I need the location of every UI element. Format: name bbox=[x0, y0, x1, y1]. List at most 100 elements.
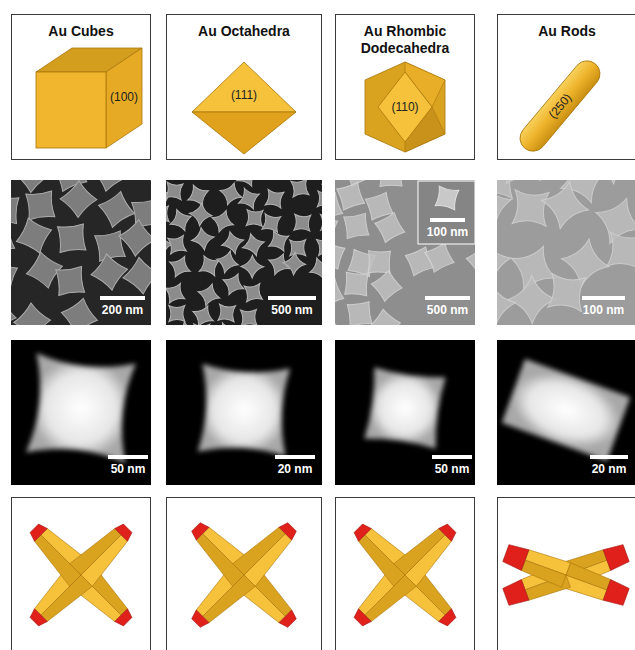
nanoparticle bbox=[99, 191, 135, 227]
nanoparticle bbox=[170, 210, 191, 231]
facet-label: (250) bbox=[546, 91, 575, 121]
nanoparticle bbox=[13, 180, 50, 192]
nanoparticle bbox=[335, 278, 344, 307]
octahedron-illustration bbox=[192, 62, 296, 154]
scale-label: 50 nm bbox=[435, 462, 470, 476]
nanoparticle bbox=[317, 191, 322, 208]
nanoparticle bbox=[503, 180, 540, 183]
scale-label: 20 nm bbox=[592, 462, 627, 476]
star-tip bbox=[354, 609, 371, 626]
tem-background bbox=[166, 340, 322, 485]
star-model bbox=[30, 524, 132, 626]
nanoparticle bbox=[335, 180, 340, 186]
sem-image bbox=[497, 180, 635, 325]
nanoparticle bbox=[56, 267, 85, 296]
star-tip bbox=[603, 580, 629, 606]
scale-label: 500 nm bbox=[427, 303, 468, 317]
scale-label: 100 nm bbox=[427, 225, 468, 239]
model-panel bbox=[336, 498, 475, 650]
nanoparticle bbox=[497, 239, 511, 286]
shape-title: Au Octahedra bbox=[167, 15, 321, 40]
nanoparticle bbox=[218, 304, 235, 321]
scale-bars bbox=[100, 218, 628, 459]
nanoparticle bbox=[11, 297, 16, 325]
nanoparticle bbox=[541, 182, 588, 229]
nanoparticle bbox=[310, 258, 322, 279]
star-tip bbox=[115, 524, 132, 541]
model-panel bbox=[12, 498, 151, 650]
shape-panel: Au Octahedra(111) bbox=[166, 14, 322, 160]
nanoparticle bbox=[223, 274, 244, 295]
star-tip bbox=[279, 610, 296, 627]
particle-image bbox=[198, 364, 290, 456]
scale-bar bbox=[430, 218, 465, 222]
octahedron-lower-face bbox=[192, 112, 296, 154]
tem-background bbox=[11, 340, 151, 485]
nanoparticle bbox=[291, 180, 309, 197]
star-tip bbox=[115, 609, 132, 626]
nanoparticle bbox=[11, 223, 15, 255]
nanoparticle bbox=[269, 231, 289, 251]
scale-bar bbox=[268, 296, 316, 300]
nanoparticle bbox=[169, 305, 185, 321]
star-model bbox=[503, 545, 629, 606]
star-tip bbox=[439, 609, 456, 626]
sem-background bbox=[166, 180, 322, 325]
star-tip bbox=[30, 524, 47, 541]
nanoparticle bbox=[497, 183, 511, 229]
sem-image bbox=[335, 180, 475, 325]
shape-title: Au Rhombic Dodecahedra bbox=[336, 15, 474, 57]
particle-image bbox=[502, 359, 631, 461]
nanoparticle bbox=[212, 210, 234, 232]
nanoparticle bbox=[166, 206, 169, 223]
nanoparticle bbox=[166, 283, 185, 303]
nanoparticle bbox=[335, 215, 338, 242]
nanoparticle bbox=[435, 186, 459, 210]
nanoparticle bbox=[166, 182, 183, 200]
nanoparticle bbox=[26, 191, 55, 220]
scale-label: 20 nm bbox=[278, 462, 313, 476]
nanoparticle bbox=[371, 270, 402, 301]
model-panel bbox=[167, 498, 322, 650]
star-model bbox=[192, 523, 297, 628]
nanoparticle bbox=[508, 275, 556, 323]
sem-inset bbox=[418, 181, 475, 244]
nanoparticle bbox=[189, 203, 212, 226]
scale-label: 500 nm bbox=[271, 303, 312, 317]
dodecahedron-illustration bbox=[365, 62, 445, 152]
nanoparticle bbox=[365, 192, 393, 220]
star-arm-face bbox=[566, 563, 611, 590]
nanoparticle bbox=[265, 189, 284, 208]
scale-label: 100 nm bbox=[583, 303, 624, 317]
nanoparticle bbox=[497, 281, 516, 325]
scale-bar bbox=[425, 296, 470, 300]
nanoparticle bbox=[335, 241, 345, 269]
star-tip bbox=[354, 524, 371, 541]
nanoparticle bbox=[62, 298, 98, 325]
nanoparticle bbox=[241, 255, 264, 278]
star-tip bbox=[503, 545, 529, 571]
tem-background bbox=[497, 340, 635, 485]
nanoparticle bbox=[588, 180, 635, 184]
nanoparticle bbox=[14, 303, 51, 325]
nanoparticle bbox=[317, 238, 322, 256]
cube-front-face bbox=[36, 72, 106, 148]
star-arm-face bbox=[394, 529, 445, 575]
nanoparticle bbox=[192, 228, 214, 250]
dodecahedron-outline bbox=[365, 62, 445, 152]
nanoparticle bbox=[375, 213, 405, 243]
shape-panel: Au Cubes(100) bbox=[11, 14, 151, 160]
nanoparticle bbox=[91, 254, 127, 290]
shape-title: Au Rods bbox=[498, 15, 635, 40]
nanoparticle bbox=[244, 284, 262, 302]
scale-bar bbox=[108, 455, 148, 459]
nanoparticle bbox=[119, 220, 151, 257]
nanoparticle bbox=[548, 274, 586, 312]
tem-image bbox=[335, 340, 475, 485]
nanoparticle bbox=[262, 214, 281, 233]
star-tip bbox=[192, 610, 209, 627]
scale-bar bbox=[100, 296, 145, 300]
scale-bar bbox=[275, 455, 315, 459]
particle-image bbox=[26, 353, 136, 463]
nanoparticle bbox=[380, 180, 402, 186]
